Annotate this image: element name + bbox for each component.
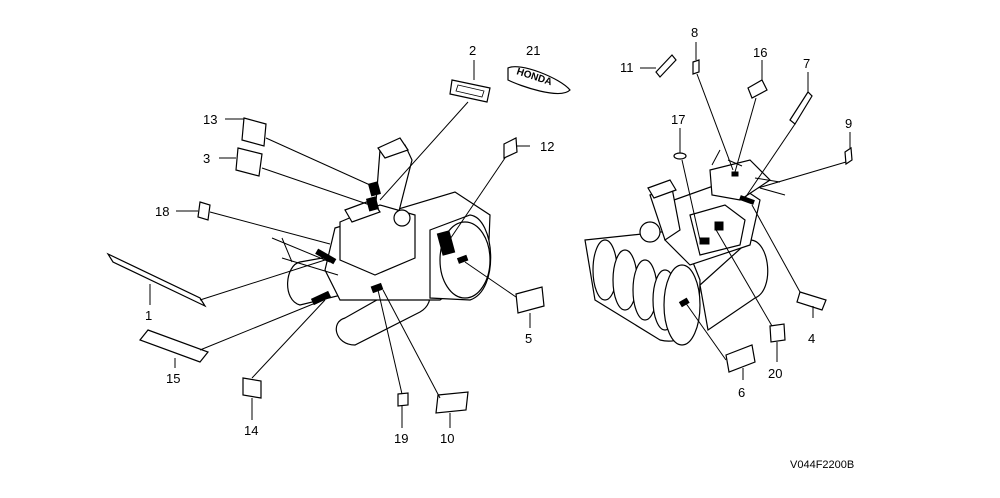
label-part-18 (197, 201, 211, 221)
label-part-15 (139, 329, 209, 363)
label-part-5 (515, 286, 545, 314)
callout-15: 15 (166, 371, 180, 386)
label-part-1 (106, 252, 207, 308)
callout-20: 20 (768, 366, 782, 381)
diagram-code: V044F2200B (790, 459, 854, 471)
label-part-7 (789, 91, 813, 125)
callout-2: 2 (469, 43, 476, 58)
label-part-9 (844, 146, 853, 166)
label-part-12 (503, 137, 518, 159)
snowblower-left (271, 137, 492, 346)
label-part-21 (507, 66, 571, 95)
labels: HONDA (106, 54, 853, 414)
label-part-16 (747, 79, 768, 99)
callout-19: 19 (394, 431, 408, 446)
label-part-4 (796, 291, 827, 311)
label-part-17 (673, 152, 687, 160)
callout-21: 21 (526, 43, 540, 58)
snowblower-right (584, 149, 786, 346)
label-part-6 (725, 344, 756, 373)
label-part-3 (235, 147, 263, 177)
label-part-13 (241, 117, 267, 147)
label-part-8 (692, 59, 700, 75)
callout-18: 18 (155, 204, 169, 219)
callout-17: 17 (671, 112, 685, 127)
callout-6: 6 (738, 385, 745, 400)
callout-5: 5 (525, 331, 532, 346)
callout-numbers: 1 2 3 4 5 6 7 8 9 10 11 12 13 14 15 16 1… (145, 25, 852, 446)
callout-10: 10 (440, 431, 454, 446)
callout-4: 4 (808, 331, 815, 346)
label-part-19 (397, 392, 409, 407)
callout-14: 14 (244, 423, 258, 438)
leader-lines (149, 42, 851, 428)
callout-13: 13 (203, 112, 217, 127)
label-part-10 (435, 391, 469, 414)
callout-11: 11 (620, 60, 634, 75)
callout-12: 12 (540, 139, 554, 154)
label-part-14 (242, 377, 262, 399)
callout-7: 7 (803, 56, 810, 71)
label-part-20 (769, 323, 786, 343)
callout-1: 1 (145, 308, 152, 323)
callout-9: 9 (845, 116, 852, 131)
callout-3: 3 (203, 151, 210, 166)
label-part-11 (655, 54, 677, 78)
callout-16: 16 (753, 45, 767, 60)
callout-8: 8 (691, 25, 698, 40)
